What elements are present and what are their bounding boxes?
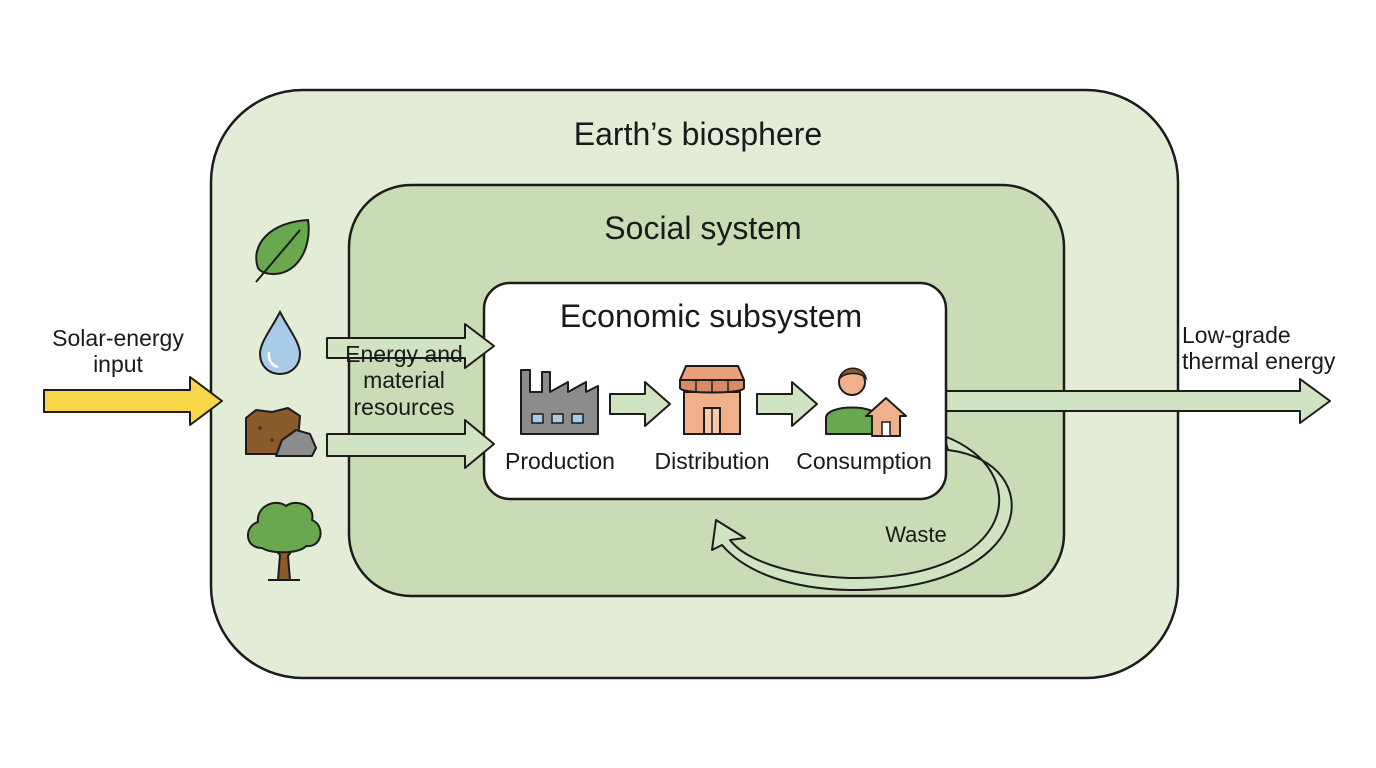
thermal-energy-label: Low-grade thermal energy: [1176, 322, 1346, 375]
stage-label-distribution: Distribution: [654, 448, 770, 474]
factory-icon: [520, 369, 599, 435]
solar-input-label-line1: Solar-energy: [52, 325, 184, 351]
social-system-title: Social system: [604, 210, 802, 246]
stage-label-production: Production: [505, 448, 615, 474]
resources-label: Energy and material resources: [334, 341, 474, 420]
stage-label-consumption: Consumption: [796, 448, 932, 474]
economic-subsystem-title: Economic subsystem: [559, 298, 863, 334]
consumer-home-icon: [825, 367, 907, 437]
soil-rock-icon: [245, 407, 317, 457]
thermal-output-arrow: [943, 378, 1331, 424]
resources-label-line2: material: [363, 367, 445, 394]
store-icon: [679, 365, 745, 435]
tree-icon: [247, 501, 322, 581]
solar-input-label: Solar-energy input: [38, 325, 198, 378]
waste-loop-arrow: [711, 435, 1013, 592]
resources-label-line3: resources: [353, 393, 455, 420]
water-drop-icon: [258, 309, 302, 376]
thermal-energy-label-line2: thermal energy: [1182, 348, 1336, 375]
solar-input-arrow: [43, 376, 223, 426]
waste-label: Waste: [885, 522, 947, 547]
thermal-energy-label-line1: Low-grade: [1182, 322, 1291, 348]
leaf-icon: [255, 218, 310, 283]
resource-arrow-upper: [326, 323, 495, 369]
resource-arrow-lower: [326, 419, 495, 469]
distribution-to-consumption-arrow: [756, 381, 818, 427]
production-to-distribution-arrow: [609, 381, 671, 427]
resources-label-line1: Energy and: [345, 341, 463, 367]
biosphere-title: Earth’s biosphere: [573, 116, 823, 152]
solar-input-label-line2: input: [93, 351, 143, 378]
